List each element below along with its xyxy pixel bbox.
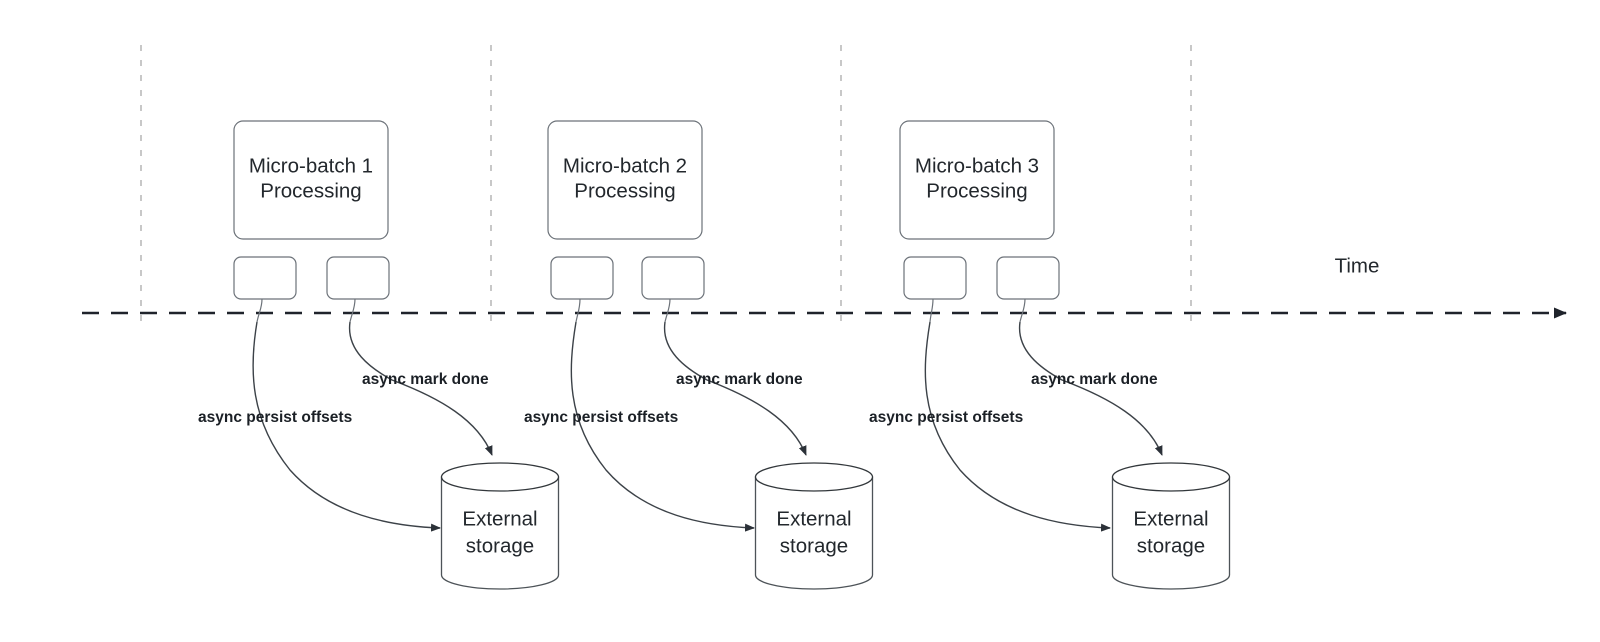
group-2-mark-done-task-stem <box>664 298 671 323</box>
micro-batch-3-process-box[interactable] <box>899 120 1055 240</box>
group-3-external-storage-cylinder[interactable]: External storage <box>1111 462 1231 590</box>
group-3-offset-task-stem <box>929 298 934 323</box>
micro-batch-1-process-label-line1: Micro-batch 1 <box>249 154 373 177</box>
group-3-mark-done-arrow <box>1018 321 1163 456</box>
group-3-async-mark-done-label: async mark done <box>1031 371 1158 388</box>
group-1-async-persist-offsets-label: async persist offsets <box>198 409 352 426</box>
group-3-offset-task-box[interactable] <box>903 256 967 300</box>
group-2-offset-task-box[interactable] <box>550 256 614 300</box>
group-2-external-storage-label-line1: External <box>776 507 851 530</box>
group-1-external-storage-label-line1: External <box>462 507 537 530</box>
group-1-mark-done-arrow <box>348 321 493 456</box>
group-3-external-storage-label-line2: storage <box>1137 534 1205 557</box>
group-2-external-storage-cylinder[interactable]: External storage <box>754 462 874 590</box>
micro-batch-1-process-box[interactable] <box>233 120 389 240</box>
micro-batch-3-process-label-line2: Processing <box>926 179 1027 202</box>
micro-batch-2-process-label-line2: Processing <box>574 179 675 202</box>
group-1-mark-done-task-box[interactable] <box>326 256 390 300</box>
group-1: Micro-batch 1 Processing async mark done… <box>198 120 560 590</box>
group-1-offset-task-stem <box>256 298 263 323</box>
group-2-mark-done-task-box[interactable] <box>641 256 705 300</box>
group-1-mark-done-task-stem <box>349 298 356 323</box>
group-2-offset-task-stem <box>575 298 581 323</box>
timeline-axis-label: Time <box>1335 254 1380 277</box>
group-3-persist-offsets-arrow <box>924 321 1111 532</box>
group-1-external-storage-cylinder[interactable]: External storage <box>440 462 560 590</box>
group-2-persist-offsets-arrow <box>570 321 755 532</box>
group-2-async-mark-done-label: async mark done <box>676 371 803 388</box>
group-2-mark-done-arrow <box>663 321 807 456</box>
group-1-async-mark-done-label: async mark done <box>362 371 489 388</box>
group-3-external-storage-label-line1: External <box>1133 507 1208 530</box>
group-1-persist-offsets-arrow <box>252 321 441 532</box>
group-2-external-storage-label-line2: storage <box>780 534 848 557</box>
micro-batch-2-process-label-line1: Micro-batch 2 <box>563 154 687 177</box>
group-3: Micro-batch 3 Processing async mark done… <box>869 120 1231 590</box>
micro-batch-2-process-box[interactable] <box>547 120 703 240</box>
group-1-offset-task-box[interactable] <box>233 256 297 300</box>
batch-boundaries <box>140 45 1192 322</box>
group-3-mark-done-task-box[interactable] <box>996 256 1060 300</box>
group-2-async-persist-offsets-label: async persist offsets <box>524 409 678 426</box>
group-2: Micro-batch 2 Processing async mark done… <box>524 120 874 590</box>
group-3-async-persist-offsets-label: async persist offsets <box>869 409 1023 426</box>
timeline-axis: Time <box>82 254 1567 319</box>
group-3-mark-done-task-stem <box>1019 298 1026 323</box>
group-1-external-storage-label-line2: storage <box>466 534 534 557</box>
micro-batch-1-process-label-line2: Processing <box>260 179 361 202</box>
micro-batch-3-process-label-line1: Micro-batch 3 <box>915 154 1039 177</box>
